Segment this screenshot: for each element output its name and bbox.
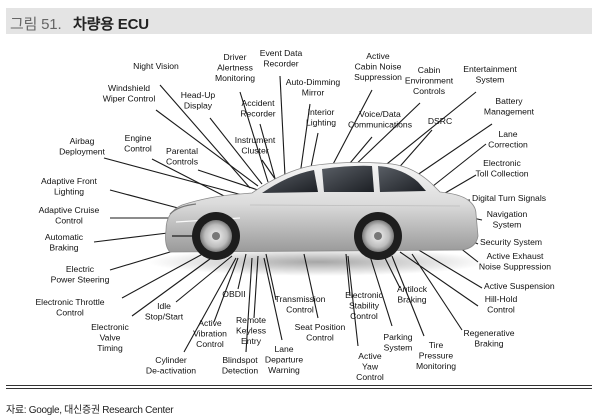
connector-line-engine-control (151, 158, 229, 199)
connector-line-auto-braking (93, 231, 177, 243)
connector-lines (93, 75, 493, 353)
connector-line-lane-correction (427, 143, 487, 191)
source-note: 자료: Google, 대신증권 Research Center (6, 405, 174, 416)
connector-line-parental (197, 169, 259, 191)
label-suspension: Active Suspension (484, 281, 555, 291)
label-security: Security System (480, 237, 542, 247)
connector-line-night-vision (159, 84, 251, 189)
figure-number: 그림 51. (10, 16, 62, 33)
figure-header-bar (6, 8, 592, 34)
connector-line-head-up (209, 117, 263, 185)
connector-line-entertainment (371, 91, 477, 177)
figure-title: 차량용 ECU (73, 16, 149, 33)
connector-line-front-lighting (109, 189, 179, 209)
bottom-rule-1 (6, 385, 592, 386)
connector-line-cabin-noise (329, 89, 373, 171)
connector-line-auto-dimming (299, 103, 311, 176)
connector-line-accident-recorder (259, 123, 277, 183)
connector-line-windshield-wiper (155, 109, 259, 187)
bottom-rule-2 (6, 388, 592, 389)
car-illustration (148, 162, 488, 276)
label-digital-turn: Digital Turn Signals (472, 193, 546, 203)
connector-line-driver-alertness (239, 91, 269, 183)
connector-line-event-data (279, 75, 286, 177)
connector-line-airbag (103, 157, 247, 197)
label-obdii: OBDII (222, 289, 245, 299)
connector-line-cabin-env (347, 102, 421, 173)
label-dsrc: DSRC (428, 116, 452, 126)
label-night-vision: Night Vision (133, 61, 179, 71)
